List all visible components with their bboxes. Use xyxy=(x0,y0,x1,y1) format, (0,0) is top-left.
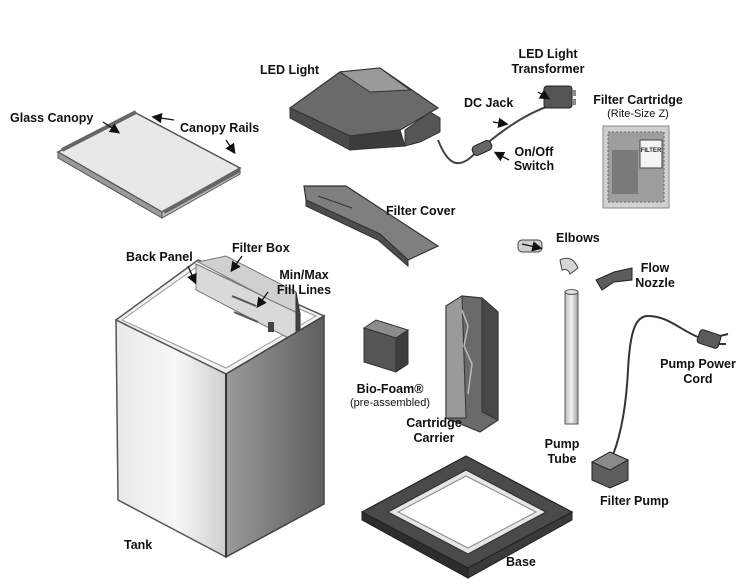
bio-foam xyxy=(362,319,410,373)
label-bio-foam: Bio-Foam® xyxy=(356,382,424,396)
label-tank: Tank xyxy=(124,538,153,552)
label-bio-foam-note: (pre-assembled) xyxy=(349,397,431,409)
label-flow-nozzle-line2: Nozzle xyxy=(635,276,675,290)
filter-pump xyxy=(590,451,630,489)
label-fill-lines-line2: Fill Lines xyxy=(276,283,332,297)
label-flow-nozzle-line1: Flow xyxy=(640,261,670,275)
label-led-light-transformer-line1: LED Light xyxy=(518,47,578,61)
label-on-off-switch-line2: Switch xyxy=(513,159,555,173)
pump-power-cord xyxy=(609,314,729,463)
leader-arrows xyxy=(102,89,551,309)
filter-cartridge: FILTER xyxy=(602,125,670,209)
label-pump-power-cord-line2: Cord xyxy=(683,372,713,386)
label-on-off-switch-line1: On/Off xyxy=(514,145,554,159)
cartridge-package-text: FILTER xyxy=(641,148,662,154)
label-back-panel: Back Panel xyxy=(126,250,193,264)
tank xyxy=(114,255,326,559)
filter-cover xyxy=(303,185,440,268)
label-base: Base xyxy=(506,555,536,569)
label-dc-jack: DC Jack xyxy=(464,96,514,110)
label-cartridge-carrier-line1: Cartridge xyxy=(406,416,462,430)
label-filter-cartridge: Filter Cartridge xyxy=(593,93,683,107)
led-transformer xyxy=(437,85,576,165)
label-pump-tube-line1: Pump xyxy=(544,437,580,451)
fill-lines xyxy=(231,295,274,332)
label-filter-pump: Filter Pump xyxy=(600,494,669,508)
on-off-switch xyxy=(471,140,493,156)
pump-tube xyxy=(564,289,579,425)
label-led-light-transformer-line2: Transformer xyxy=(511,62,585,76)
label-pump-power-cord-line1: Pump Power xyxy=(660,357,736,371)
label-filter-box: Filter Box xyxy=(232,241,290,255)
label-canopy-rails: Canopy Rails xyxy=(180,121,260,135)
label-filter-cover: Filter Cover xyxy=(386,204,456,218)
label-fill-lines-line1: Min/Max xyxy=(279,268,329,282)
label-cartridge-carrier-line2: Carrier xyxy=(413,431,455,445)
label-filter-cartridge-size: (Rite-Size Z) xyxy=(607,108,669,120)
label-elbows: Elbows xyxy=(556,231,600,245)
glass-canopy xyxy=(56,110,242,219)
cartridge-carrier xyxy=(445,295,499,433)
base xyxy=(360,455,574,579)
flow-nozzle xyxy=(595,267,633,291)
label-led-light: LED Light xyxy=(260,63,320,77)
label-glass-canopy: Glass Canopy xyxy=(10,111,94,125)
label-pump-tube-line2: Tube xyxy=(547,452,577,466)
led-light xyxy=(288,67,441,151)
